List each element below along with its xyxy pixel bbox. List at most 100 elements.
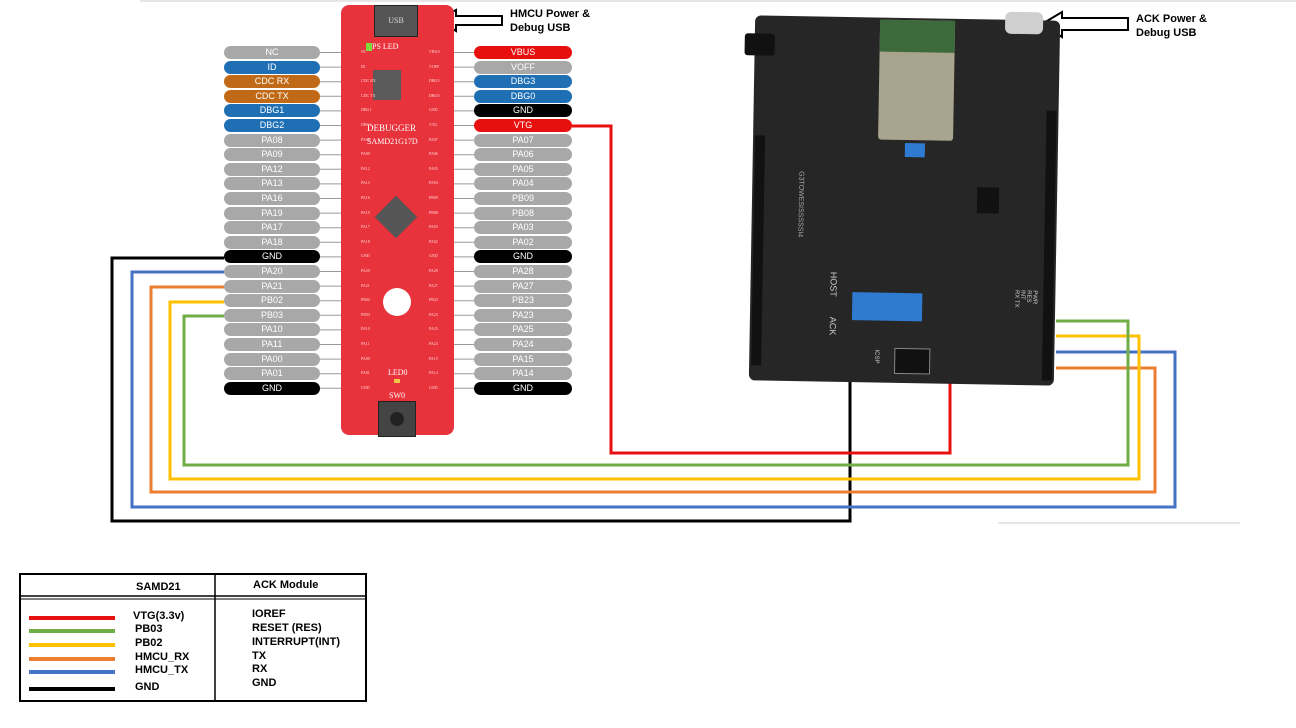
blue-jumper	[904, 143, 926, 158]
silk-left-label: PA19	[361, 209, 370, 215]
silk-right-label: DBG3	[429, 78, 440, 84]
silk-right-label: PA23	[429, 311, 438, 317]
header-label: PWR RES INT RX TX	[1013, 289, 1038, 308]
left-pin-pa20: PA20	[224, 265, 320, 278]
right-pin-pa04: PA04	[474, 177, 572, 191]
silk-left-label: PA00	[361, 355, 370, 361]
left-pin-pa09: PA09	[224, 148, 320, 162]
legend-samd-label: HMCU_RX	[135, 651, 190, 663]
right-pin-pb23: PB23	[474, 294, 572, 308]
left-pin-pb03: PB03	[224, 308, 320, 322]
left-pin-pa18: PA18	[224, 235, 320, 249]
silk-right-label: PA28	[429, 268, 438, 273]
silk-left-label: PA12	[361, 165, 370, 171]
mcu-chip-icon	[374, 195, 418, 239]
silk-right-label: PA03	[429, 224, 438, 230]
right-pin-pa03: PA03	[474, 221, 572, 235]
legend-ack-label: TX	[252, 650, 267, 662]
silk-left-label: DBG1	[361, 107, 372, 113]
silk-left-label: NC	[361, 49, 367, 54]
silk-left-label: PA17	[361, 224, 370, 230]
silk-left-label: PB03	[361, 311, 370, 317]
silk-right-label: PB09	[429, 195, 438, 200]
left-header-strip	[751, 135, 766, 366]
left-pin-nc: NC	[224, 46, 320, 59]
right-pin-pa06: PA06	[474, 148, 572, 162]
legend-header-samd21: SAMD21	[136, 581, 181, 593]
silk-left-label: CDC TX	[361, 92, 376, 98]
silk-left-label: PA11	[361, 341, 370, 346]
left-pin-pa01: PA01	[224, 367, 320, 381]
debugger-chip-icon	[373, 70, 401, 100]
silk-left-label: PB02	[361, 297, 370, 303]
small-ic-icon	[976, 187, 1000, 214]
left-pin-pa08: PA08	[224, 133, 320, 147]
silk-left-label: PA21	[361, 282, 370, 288]
left-pin-pa16: PA16	[224, 192, 320, 205]
right-pin-pa07: PA07	[474, 133, 572, 147]
legend-swatch	[29, 687, 115, 691]
left-pin-pa10: PA10	[224, 323, 320, 337]
silk-left-label: PA10	[361, 326, 370, 332]
legend-swatch	[29, 643, 115, 647]
ack-usb-callout-line1: ACK Power &	[1136, 13, 1207, 25]
left-pin-pb02: PB02	[224, 294, 320, 308]
silk-right-label: VTG	[429, 122, 438, 127]
hmcu-usb-arrow	[436, 8, 503, 33]
ack-usb-c-connector	[1004, 11, 1044, 35]
right-pin-pa27: PA27	[474, 279, 572, 293]
pin-leads	[320, 52, 474, 389]
wire-pb03	[182, 314, 1130, 467]
silk-right-label: VOFF	[429, 63, 440, 69]
silk-right-label: GND	[429, 384, 438, 390]
right-pin-pa15: PA15	[474, 352, 572, 366]
right-pin-pa28: PA28	[474, 265, 572, 278]
silk-right-label: PA24	[429, 341, 438, 346]
left-pin-gnd: GND	[224, 381, 320, 395]
silk-right-label: PA05	[429, 165, 438, 171]
left-pin-cdc-tx: CDC TX	[224, 89, 320, 103]
audio-jack-icon	[744, 33, 775, 56]
wire-hmcu-tx	[130, 270, 1177, 509]
ps-led-icon	[366, 43, 372, 51]
legend-swatch	[29, 657, 115, 661]
legend-samd-label: GND	[135, 681, 160, 693]
module-label: G3TOWESISSSSSI4	[796, 171, 805, 238]
wire-vtg	[572, 124, 952, 455]
silk-right-label: PB08	[429, 209, 438, 215]
silk-right-label: GND	[429, 253, 438, 259]
silk-left-label: PA08	[361, 136, 370, 142]
left-pin-pa11: PA11	[224, 338, 320, 351]
right-pin-dbg3: DBG3	[474, 75, 572, 89]
legend-header-ack: ACK Module	[253, 579, 319, 591]
silk-left-label: GND	[361, 384, 370, 390]
silk-left-label: ID	[361, 63, 366, 69]
left-pin-pa13: PA13	[224, 177, 320, 191]
legend-ack-label: RX	[252, 663, 268, 675]
samd21-curiosity-board: USB PS LED DEBUGGER SAMD21G17D LED0 SW0 …	[341, 5, 454, 437]
ack-label: ACK	[827, 316, 838, 336]
right-pin-gnd: GND	[474, 381, 572, 395]
left-pin-pa17: PA17	[224, 221, 320, 235]
hmcu-usb-callout: HMCU Power & Debug USB	[510, 7, 590, 35]
left-pin-dbg1: DBG1	[224, 104, 320, 118]
left-pin-pa19: PA19	[224, 206, 320, 220]
left-pin-cdc-rx: CDC RX	[224, 75, 320, 89]
legend-swatch	[29, 670, 115, 674]
legend-swatch	[29, 629, 115, 633]
left-pin-pa12: PA12	[224, 162, 320, 176]
usb-label: USB	[388, 16, 404, 25]
right-pin-gnd: GND	[474, 104, 572, 118]
silk-right-label: GND	[429, 107, 438, 113]
ack-usb-callout-line2: Debug USB	[1136, 27, 1197, 39]
left-pin-id: ID	[224, 60, 320, 74]
silk-left-label: PA18	[361, 238, 370, 244]
right-pin-voff: VOFF	[474, 60, 572, 74]
ps-led-label: PS LED	[372, 42, 399, 51]
legend-samd-label: VTG(3.3v)	[133, 610, 185, 622]
ack-module-board: G3TOWESISSSSSI4 HOST ACK PWR RES INT RX …	[744, 11, 1061, 386]
hmcu-usb-callout-line2: Debug USB	[510, 22, 571, 34]
debugger-label: DEBUGGER	[367, 123, 416, 133]
legend-swatch	[29, 616, 115, 620]
